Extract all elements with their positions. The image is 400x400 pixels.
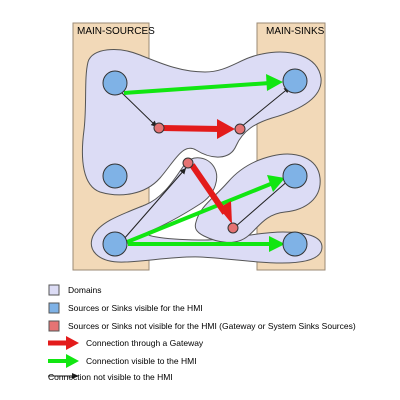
- visible-connection-bottom: [128, 236, 285, 252]
- sink-node-2: [282, 163, 308, 189]
- gateway-node-3: [182, 157, 194, 169]
- main-sources-title: MAIN-SOURCES: [77, 26, 155, 37]
- domain-top: [81, 49, 322, 196]
- sink-node-3: [282, 231, 308, 257]
- visible-connection-diagonal: [126, 175, 285, 244]
- gateway-node-1: [153, 122, 165, 134]
- thin-connection-source-to-gateway-bottom: [122, 167, 187, 241]
- source-node-1: [102, 70, 128, 96]
- visible-connection-top: [123, 74, 283, 95]
- source-node-3: [102, 231, 128, 257]
- legend-domains-swatch: [48, 284, 60, 296]
- legend-invisible-connection-label: Connection not visible to the HMI: [48, 372, 173, 382]
- gateway-node-2: [234, 123, 246, 135]
- legend-gateway-arrow: [48, 336, 79, 350]
- gateway-connection-diagonal: [189, 163, 232, 224]
- legend-gateway-connection-label: Connection through a Gateway: [86, 338, 204, 348]
- legend-visible-connection-label: Connection visible to the HMI: [86, 356, 197, 366]
- gateway-connection-top: [161, 119, 235, 139]
- legend-visible-arrow: [48, 354, 79, 368]
- legend-visible-nodes-label: Sources or Sinks visible for the HMI: [68, 303, 203, 313]
- source-node-2: [102, 163, 128, 189]
- thin-connection-gateway-to-sink: [240, 86, 291, 128]
- sink-node-1: [282, 68, 308, 94]
- legend-hidden-nodes-label: Sources or Sinks not visible for the HMI…: [68, 321, 356, 331]
- thin-connection-gateway-to-sink-bottom: [234, 178, 291, 228]
- legend-hidden-node-swatch: [48, 320, 60, 332]
- main-sinks-title: MAIN-SINKS: [266, 26, 325, 37]
- legend-domains-label: Domains: [68, 285, 102, 295]
- legend-visible-node-swatch: [48, 302, 60, 314]
- thin-connection-source-to-gateway: [120, 91, 158, 128]
- legend: Domains Sources or Sinks visible for the…: [48, 284, 356, 382]
- legend-thin-arrow: [48, 373, 79, 379]
- gateway-node-4: [227, 222, 239, 234]
